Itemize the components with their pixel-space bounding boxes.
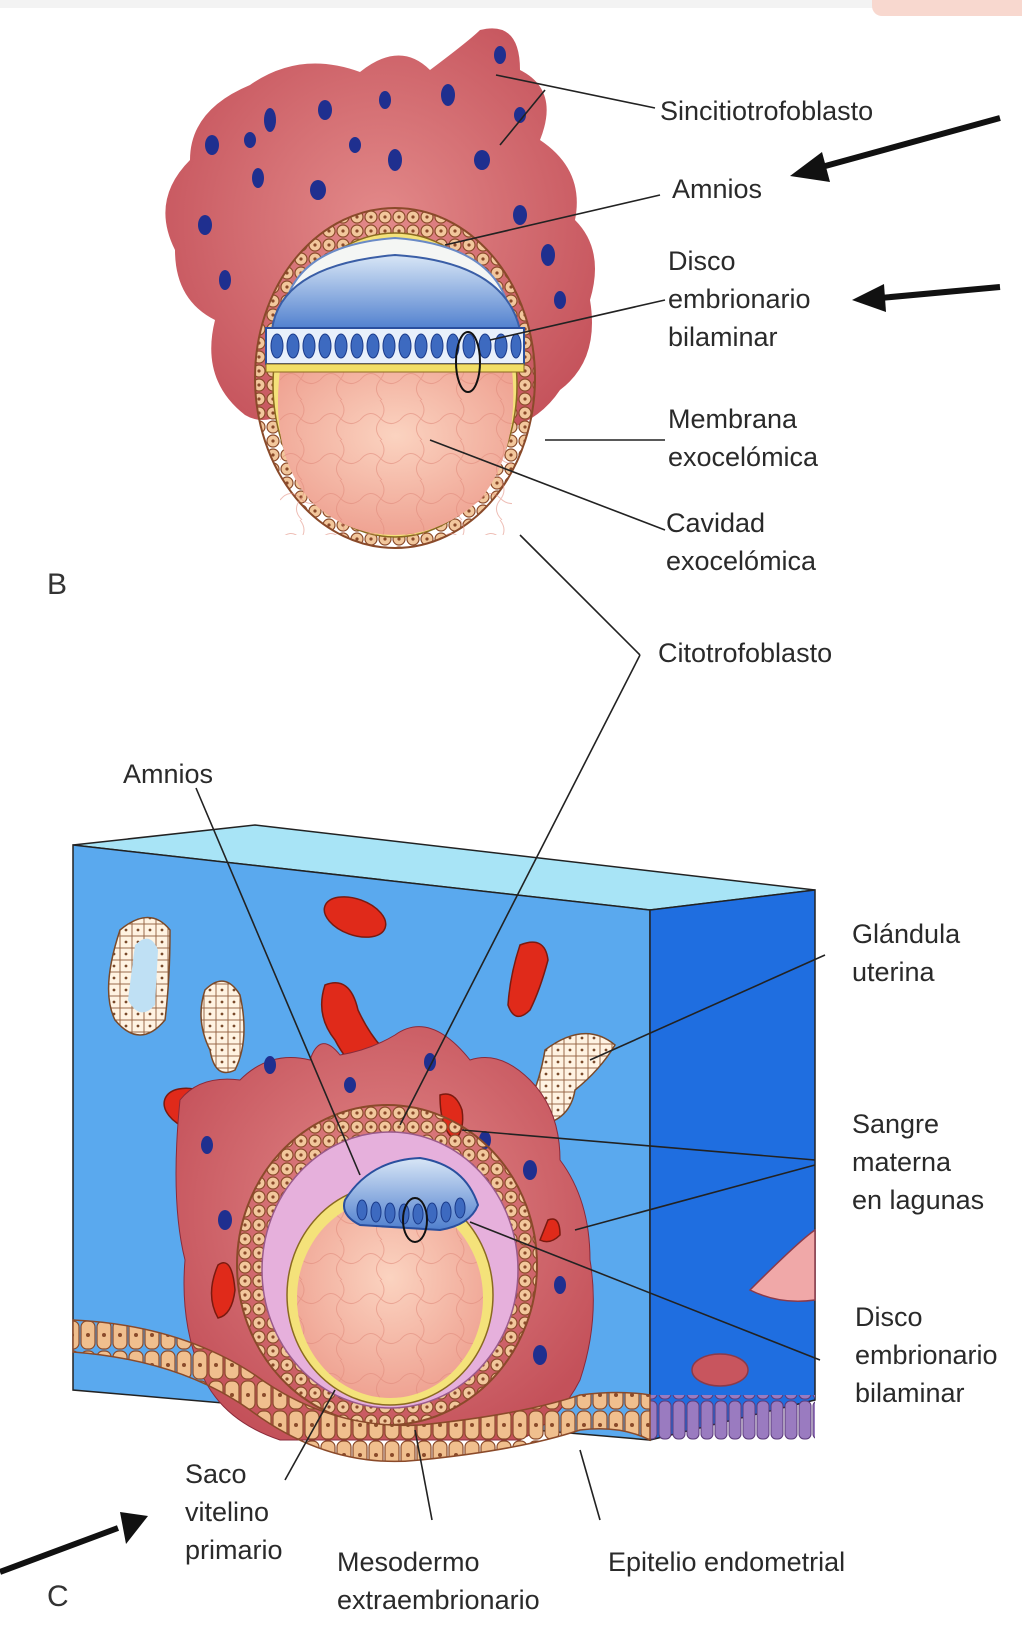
label-epitelio: Epitelio endometrial (608, 1543, 845, 1581)
label-sangre: Sangre materna en lagunas (852, 1105, 984, 1219)
blastocyst-b (165, 28, 595, 548)
label-mesodermo: Mesodermo extraembrionario (337, 1543, 540, 1619)
purple-epithelium (650, 1395, 815, 1440)
label-amnios-top: Amnios (672, 170, 762, 208)
label-sincitiotrofoblasto: Sincitiotrofoblasto (660, 92, 873, 130)
arrow-saco-head (120, 1512, 148, 1544)
implantation-block-c (73, 825, 815, 1461)
label-disco-bottom: Disco embrionario bilaminar (855, 1298, 998, 1412)
arrow-disco-head (852, 284, 886, 312)
arrow-amnios-head (790, 152, 830, 182)
section-b-label: B (47, 568, 67, 602)
label-glandula: Glándula uterina (852, 915, 960, 991)
label-membrana: Membrana exocelómica (668, 400, 818, 476)
label-amnios-bottom: Amnios (123, 755, 213, 793)
arrow-saco (0, 1528, 118, 1572)
section-c-label: C (47, 1580, 69, 1614)
label-citotrofoblasto: Citotrofoblasto (658, 634, 832, 672)
label-cavidad: Cavidad exocelómica (666, 504, 816, 580)
label-disco-top: Disco embrionario bilaminar (668, 242, 811, 356)
label-saco: Saco vitelino primario (185, 1455, 283, 1569)
arrow-disco (880, 287, 1000, 298)
